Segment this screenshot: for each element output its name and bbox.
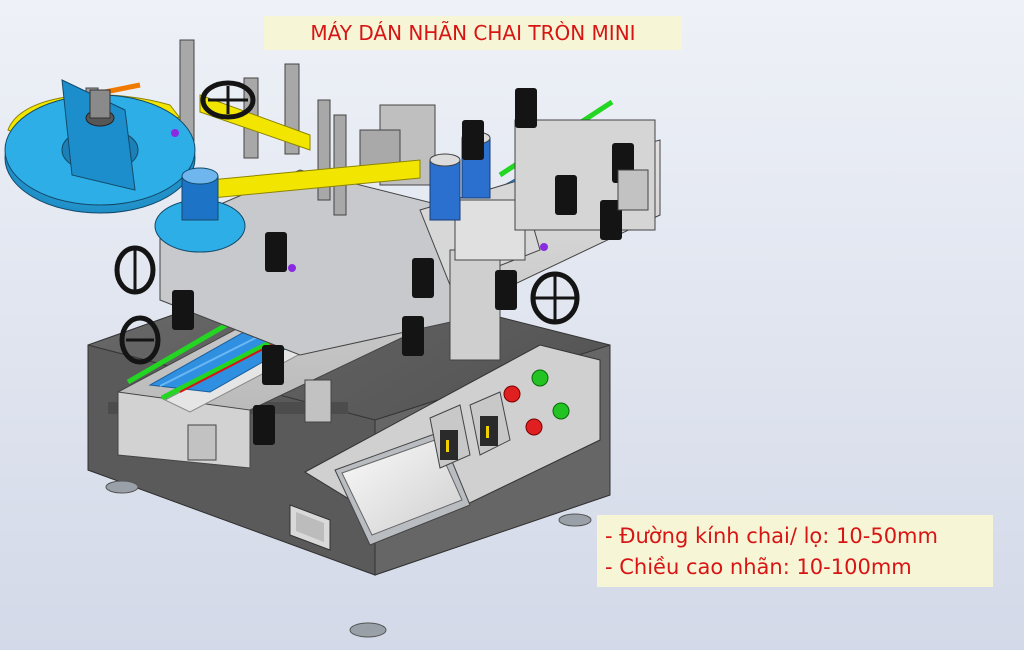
spec-bottle-diameter: - Đường kính chai/ lọ: 10-50mm — [605, 524, 938, 548]
handwheel-left-lower — [119, 315, 161, 365]
clamp-knobs — [172, 88, 634, 445]
red-button-1 — [503, 385, 521, 403]
machine-feet — [105, 480, 592, 638]
rewind-reel — [154, 167, 246, 253]
side-vent — [289, 504, 331, 551]
handwheel-right — [530, 271, 580, 325]
title-text: MÁY DÁN NHÃN CHAI TRÒN MINI — [310, 21, 636, 45]
green-button-1 — [531, 369, 549, 387]
handwheel-left — [114, 245, 156, 295]
red-button-2 — [525, 418, 543, 436]
spec-panel: - Đường kính chai/ lọ: 10-50mm - Chiều c… — [597, 515, 993, 587]
fittings — [171, 129, 649, 461]
handwheels — [114, 80, 580, 365]
title-banner: MÁY DÁN NHÃN CHAI TRÒN MINI — [264, 16, 682, 50]
green-button-2 — [552, 402, 570, 420]
label-reel — [4, 79, 196, 214]
spec-label-height: - Chiều cao nhãn: 10-100mm — [605, 555, 912, 579]
control-buttons — [503, 369, 570, 436]
control-panel — [303, 344, 601, 546]
handwheel-top — [200, 80, 256, 120]
